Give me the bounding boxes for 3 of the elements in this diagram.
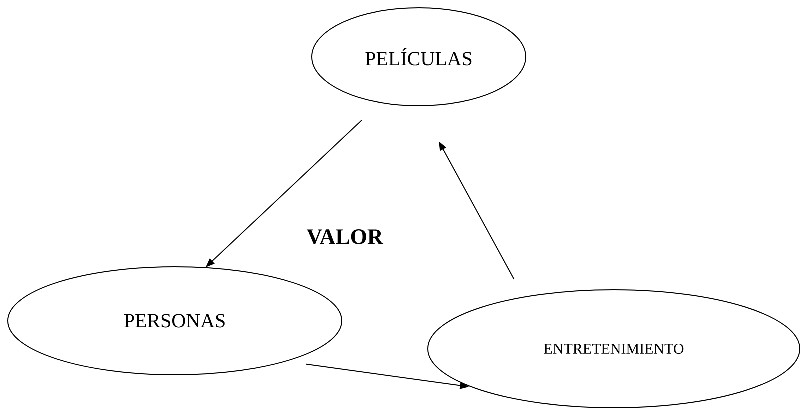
ellipse-node: PERSONAS (8, 266, 342, 376)
label: VALOR (306, 230, 384, 244)
ellipse-node: PELÍCULAS (312, 8, 526, 106)
